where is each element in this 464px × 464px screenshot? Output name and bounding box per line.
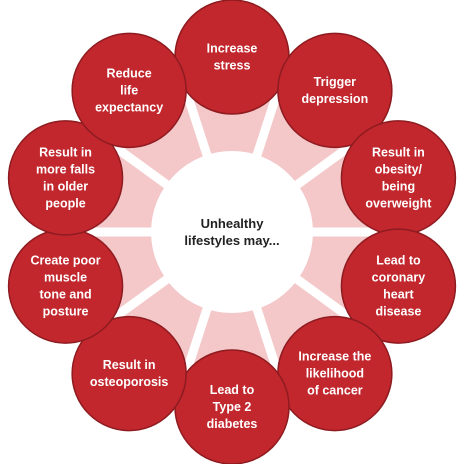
effect-node: Reduce life expectancy xyxy=(71,32,187,149)
effect-node-label-line: likelihood xyxy=(306,367,364,381)
effect-node-label-line: Lead to xyxy=(376,254,421,268)
effect-node-circle xyxy=(7,228,124,344)
effect-node-circle xyxy=(340,228,457,344)
effect-node-label-line: people xyxy=(45,196,85,210)
effect-node-label-line: Result in xyxy=(39,145,92,159)
effect-node-label-line: heart xyxy=(383,288,414,302)
effect-node-label-line: depression xyxy=(302,92,369,106)
effect-node: Lead to coronary heart disease xyxy=(340,228,457,344)
effect-node-label-line: Lead to xyxy=(210,383,255,397)
effect-node-label-line: Type 2 xyxy=(213,400,252,414)
effect-node-label-line: Create poor xyxy=(30,254,100,268)
effect-node-label-line: Result in xyxy=(372,145,425,159)
effect-node-label-line: being xyxy=(382,179,415,193)
effect-node: Create poor muscle tone and posture xyxy=(7,228,124,344)
effect-node-label-line: of cancer xyxy=(307,384,363,398)
effect-node-circle xyxy=(174,0,290,115)
effect-node-circle xyxy=(340,120,457,236)
effect-node-label-line: more falls xyxy=(36,162,95,176)
effect-node-label-line: expectancy xyxy=(95,100,163,114)
effect-node-label-line: stress xyxy=(214,59,251,73)
effect-node-label-line: overweight xyxy=(365,196,432,210)
effect-node: Increase the likelihood of cancer xyxy=(277,315,393,432)
effect-node: Result in more falls in older people xyxy=(7,120,124,236)
effect-node-label-line: tone and xyxy=(40,288,92,302)
effect-node: Result in osteoporosis xyxy=(71,315,187,432)
effect-node-label-line: in older xyxy=(43,179,88,193)
center-circle xyxy=(151,151,313,313)
effect-node-circle xyxy=(71,315,187,432)
effect-node-label-line: coronary xyxy=(372,271,426,285)
effect-node-label-line: muscle xyxy=(44,271,87,285)
center-label-line: Unhealthy xyxy=(201,216,265,231)
effect-node-circle xyxy=(71,32,187,149)
center-hub: Unhealthy lifestyles may... xyxy=(151,151,313,313)
effect-node-label-line: Increase xyxy=(207,42,258,56)
effect-node-label-line: diabetes xyxy=(207,417,258,431)
effect-node: Trigger depression xyxy=(277,32,393,149)
effect-node-label-line: osteoporosis xyxy=(90,375,169,389)
effect-node-label-line: posture xyxy=(43,305,89,319)
effect-node-label-line: life xyxy=(120,83,138,97)
effect-node-label-line: disease xyxy=(375,305,421,319)
effect-node: Result in obesity/being overweight xyxy=(340,120,457,236)
effect-node-circle xyxy=(277,32,393,149)
effect-node: Increase stress xyxy=(174,0,290,115)
effect-node-circle xyxy=(7,120,124,236)
effect-node: Lead to Type 2 diabetes xyxy=(174,349,290,464)
effect-node-label-line: Increase the xyxy=(298,350,371,364)
effect-node-label-line: Result in xyxy=(103,358,156,372)
effect-node-label-line: Trigger xyxy=(314,75,357,89)
effect-node-label-line: Reduce xyxy=(107,66,152,80)
center-label-line: lifestyles may... xyxy=(184,233,279,248)
effect-node-label-line: obesity/ xyxy=(375,162,423,176)
